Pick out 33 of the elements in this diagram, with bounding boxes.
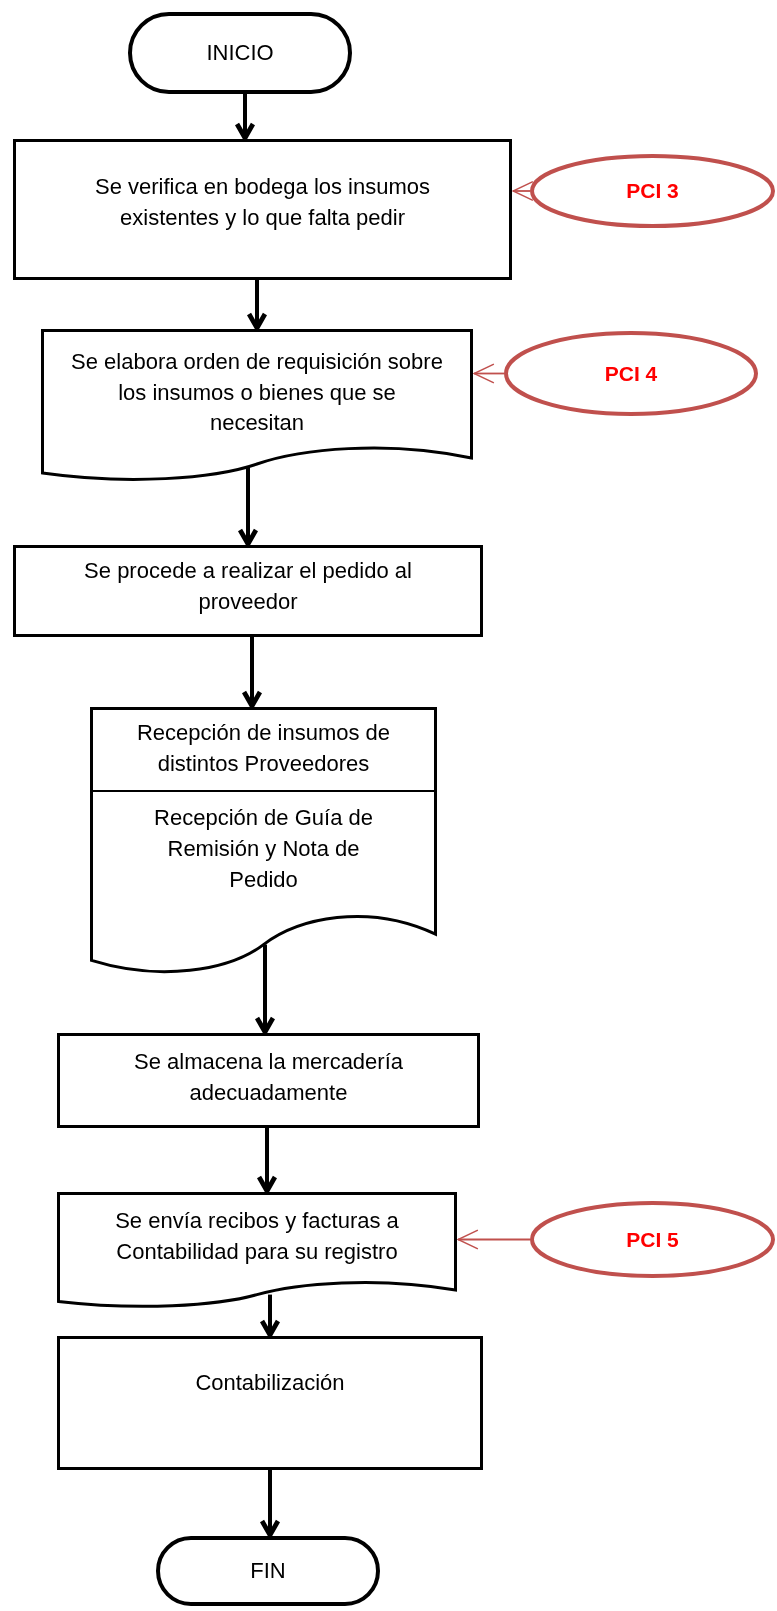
arrow — [241, 637, 263, 709]
step-text: INICIO — [206, 38, 274, 67]
control-point-ellipse — [530, 154, 775, 228]
step-text: FIN — [250, 1556, 286, 1585]
control-point-label: PCI 5 — [626, 1226, 679, 1253]
step-text: Se elabora orden de requisición sobre los insumos o bienes que se necesitan — [70, 347, 444, 438]
arrow — [234, 94, 256, 141]
step-text: Se verifica en bodega los insumos existentes y lo que falta pedir — [93, 172, 432, 232]
process-box — [57, 1336, 483, 1470]
arrow — [256, 1128, 278, 1194]
step-text: Se almacena la mercadería adecuadamente — [133, 1047, 404, 1107]
step-text: Se envía recibos y facturas a Contabilidad para su registro — [114, 1207, 400, 1266]
step-text: Se procede a realizar el pedido al proveedor — [83, 557, 413, 616]
arrow — [254, 944, 276, 1035]
process-box — [13, 545, 483, 637]
document-shape — [90, 707, 437, 971]
document-shape — [57, 1192, 457, 1306]
process-box — [57, 1033, 480, 1128]
heading-text: Recepción de insumos de distintos Proveedores — [135, 719, 392, 778]
control-point-label: PCI 3 — [626, 178, 679, 205]
step-text: Contabilización — [195, 1368, 345, 1397]
control-point-ellipse — [504, 331, 758, 416]
arrow — [246, 280, 268, 331]
process-box — [13, 139, 512, 280]
arrow — [457, 1229, 531, 1250]
arrow — [259, 1470, 281, 1538]
arrow — [512, 180, 534, 202]
arrow — [259, 1294, 281, 1338]
document-shape — [41, 329, 473, 479]
control-point-ellipse — [530, 1201, 775, 1278]
body-text: Recepción de Guía de Remisión y Nota de Pedido — [153, 804, 374, 894]
control-point-label: PCI 4 — [604, 360, 658, 387]
arrow — [473, 363, 505, 384]
